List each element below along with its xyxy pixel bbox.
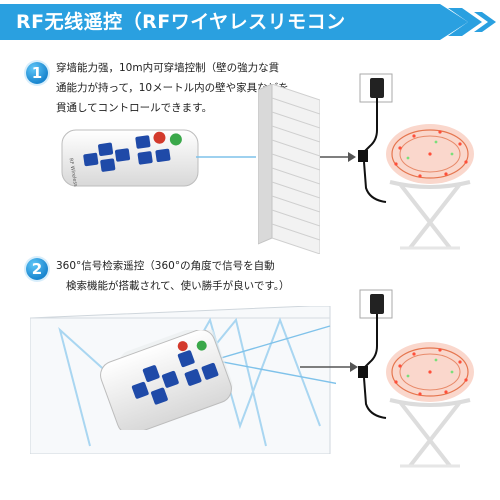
section-1-line: 貫通してコントロールできます。 (56, 102, 213, 114)
title-banner: RF无线遥控（RFワイヤレスリモコン (0, 0, 500, 44)
signal-arrow-1 (196, 152, 356, 162)
banner-shape (0, 4, 496, 40)
power-adapter-2 (358, 289, 393, 419)
step-2-badge: 2 (26, 258, 48, 280)
remote-brand-label: RF Wireless (67, 158, 78, 188)
section-1-line: 穿墙能力强，10m内可穿墙控制（壁の強力な貫 (56, 62, 280, 74)
power-adapter-1 (358, 73, 393, 203)
section-2-line: 360°信号检索遥控（360°の角度で信号を自動 (56, 260, 275, 272)
brick-wall-image (258, 84, 320, 254)
signal-arrow-2 (300, 362, 358, 372)
led-string-lights-1 (386, 124, 474, 250)
section-1-text: 穿墙能力强，10m内可穿墙控制（壁の強力な貫 通能力が持って，10メートル内の壁… (56, 58, 289, 118)
section-2-line: 検索機能が搭載されて、使い勝手が良いです。） (66, 280, 290, 292)
banner-title: RF无线遥控（RFワイヤレスリモコン (16, 11, 346, 33)
step-1-badge: 1 (26, 62, 48, 84)
section-2-text: 360°信号检索遥控（360°の角度で信号を自動 検索機能が搭載されて、使い勝手… (56, 256, 290, 296)
section-1-line: 通能力が持って，10メートル内の壁や家具などを (56, 82, 289, 94)
led-string-lights-2 (386, 342, 474, 468)
remote-control-image: RF Wireless (61, 129, 199, 188)
remote-control-image-2 (100, 330, 233, 430)
